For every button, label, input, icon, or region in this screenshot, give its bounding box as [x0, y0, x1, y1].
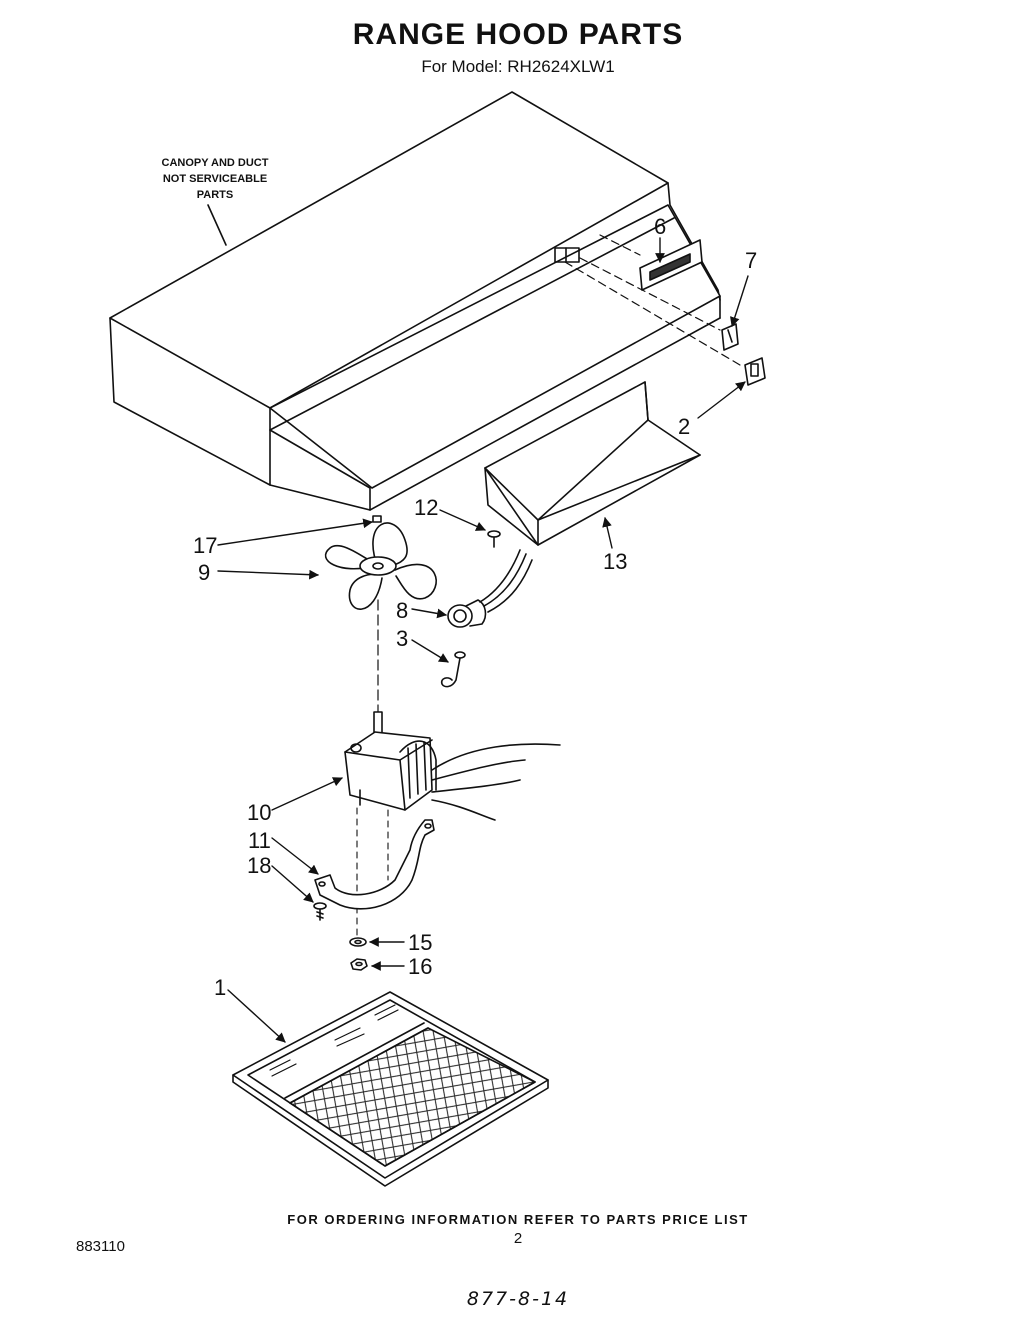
screw-12	[487, 530, 501, 548]
callout-2: 2	[678, 414, 690, 439]
canopy-hood	[109, 91, 721, 511]
motor-part	[344, 711, 561, 821]
screw-18	[313, 902, 327, 921]
callout-6: 6	[654, 214, 666, 239]
page-title: RANGE HOOD PARTS	[352, 18, 684, 51]
dashed-leaders	[564, 234, 741, 366]
callout-13: 13	[603, 549, 627, 574]
nameplate-part	[639, 239, 703, 291]
callout-15: 15	[408, 930, 432, 955]
callout-7: 7	[745, 248, 757, 273]
callout-16: 16	[408, 954, 432, 979]
lamp-socket-part	[447, 549, 533, 628]
callout-numbers: 6 7 2 12 13 17 9 8 3 10 11 18 15 16 1	[193, 214, 757, 1000]
callout-leaders	[217, 237, 749, 1043]
fan-blade-part	[324, 515, 437, 610]
callout-10: 10	[247, 800, 271, 825]
callout-17: 17	[193, 533, 217, 558]
motor-bracket-part	[314, 819, 435, 910]
washer-15	[349, 937, 367, 947]
model-label: For Model: RH2624XLW1	[421, 57, 615, 76]
switch-plate	[554, 247, 580, 263]
page-number: 2	[513, 1230, 523, 1247]
lamp-clip-part	[440, 651, 466, 688]
fan-switch-part	[744, 357, 766, 386]
callout-18: 18	[247, 853, 271, 878]
callout-3: 3	[396, 626, 408, 651]
light-switch-part	[721, 323, 739, 351]
document-code: 883110	[76, 1238, 125, 1255]
light-panel-part	[484, 381, 701, 546]
nut-16	[350, 958, 368, 971]
callout-8: 8	[396, 598, 408, 623]
callout-12: 12	[414, 495, 438, 520]
handwritten-code: 877-8-14	[466, 1288, 570, 1310]
grease-filter-part	[232, 991, 549, 1187]
callout-11: 11	[248, 828, 271, 853]
callout-9: 9	[198, 560, 210, 585]
canopy-note: CANOPY AND DUCT NOT SERVICEABLE PARTS	[161, 157, 269, 201]
motor-mount-centerlines	[356, 807, 389, 936]
callout-1: 1	[214, 975, 226, 1000]
ordering-info: FOR ORDERING INFORMATION REFER TO PARTS …	[287, 1212, 749, 1227]
